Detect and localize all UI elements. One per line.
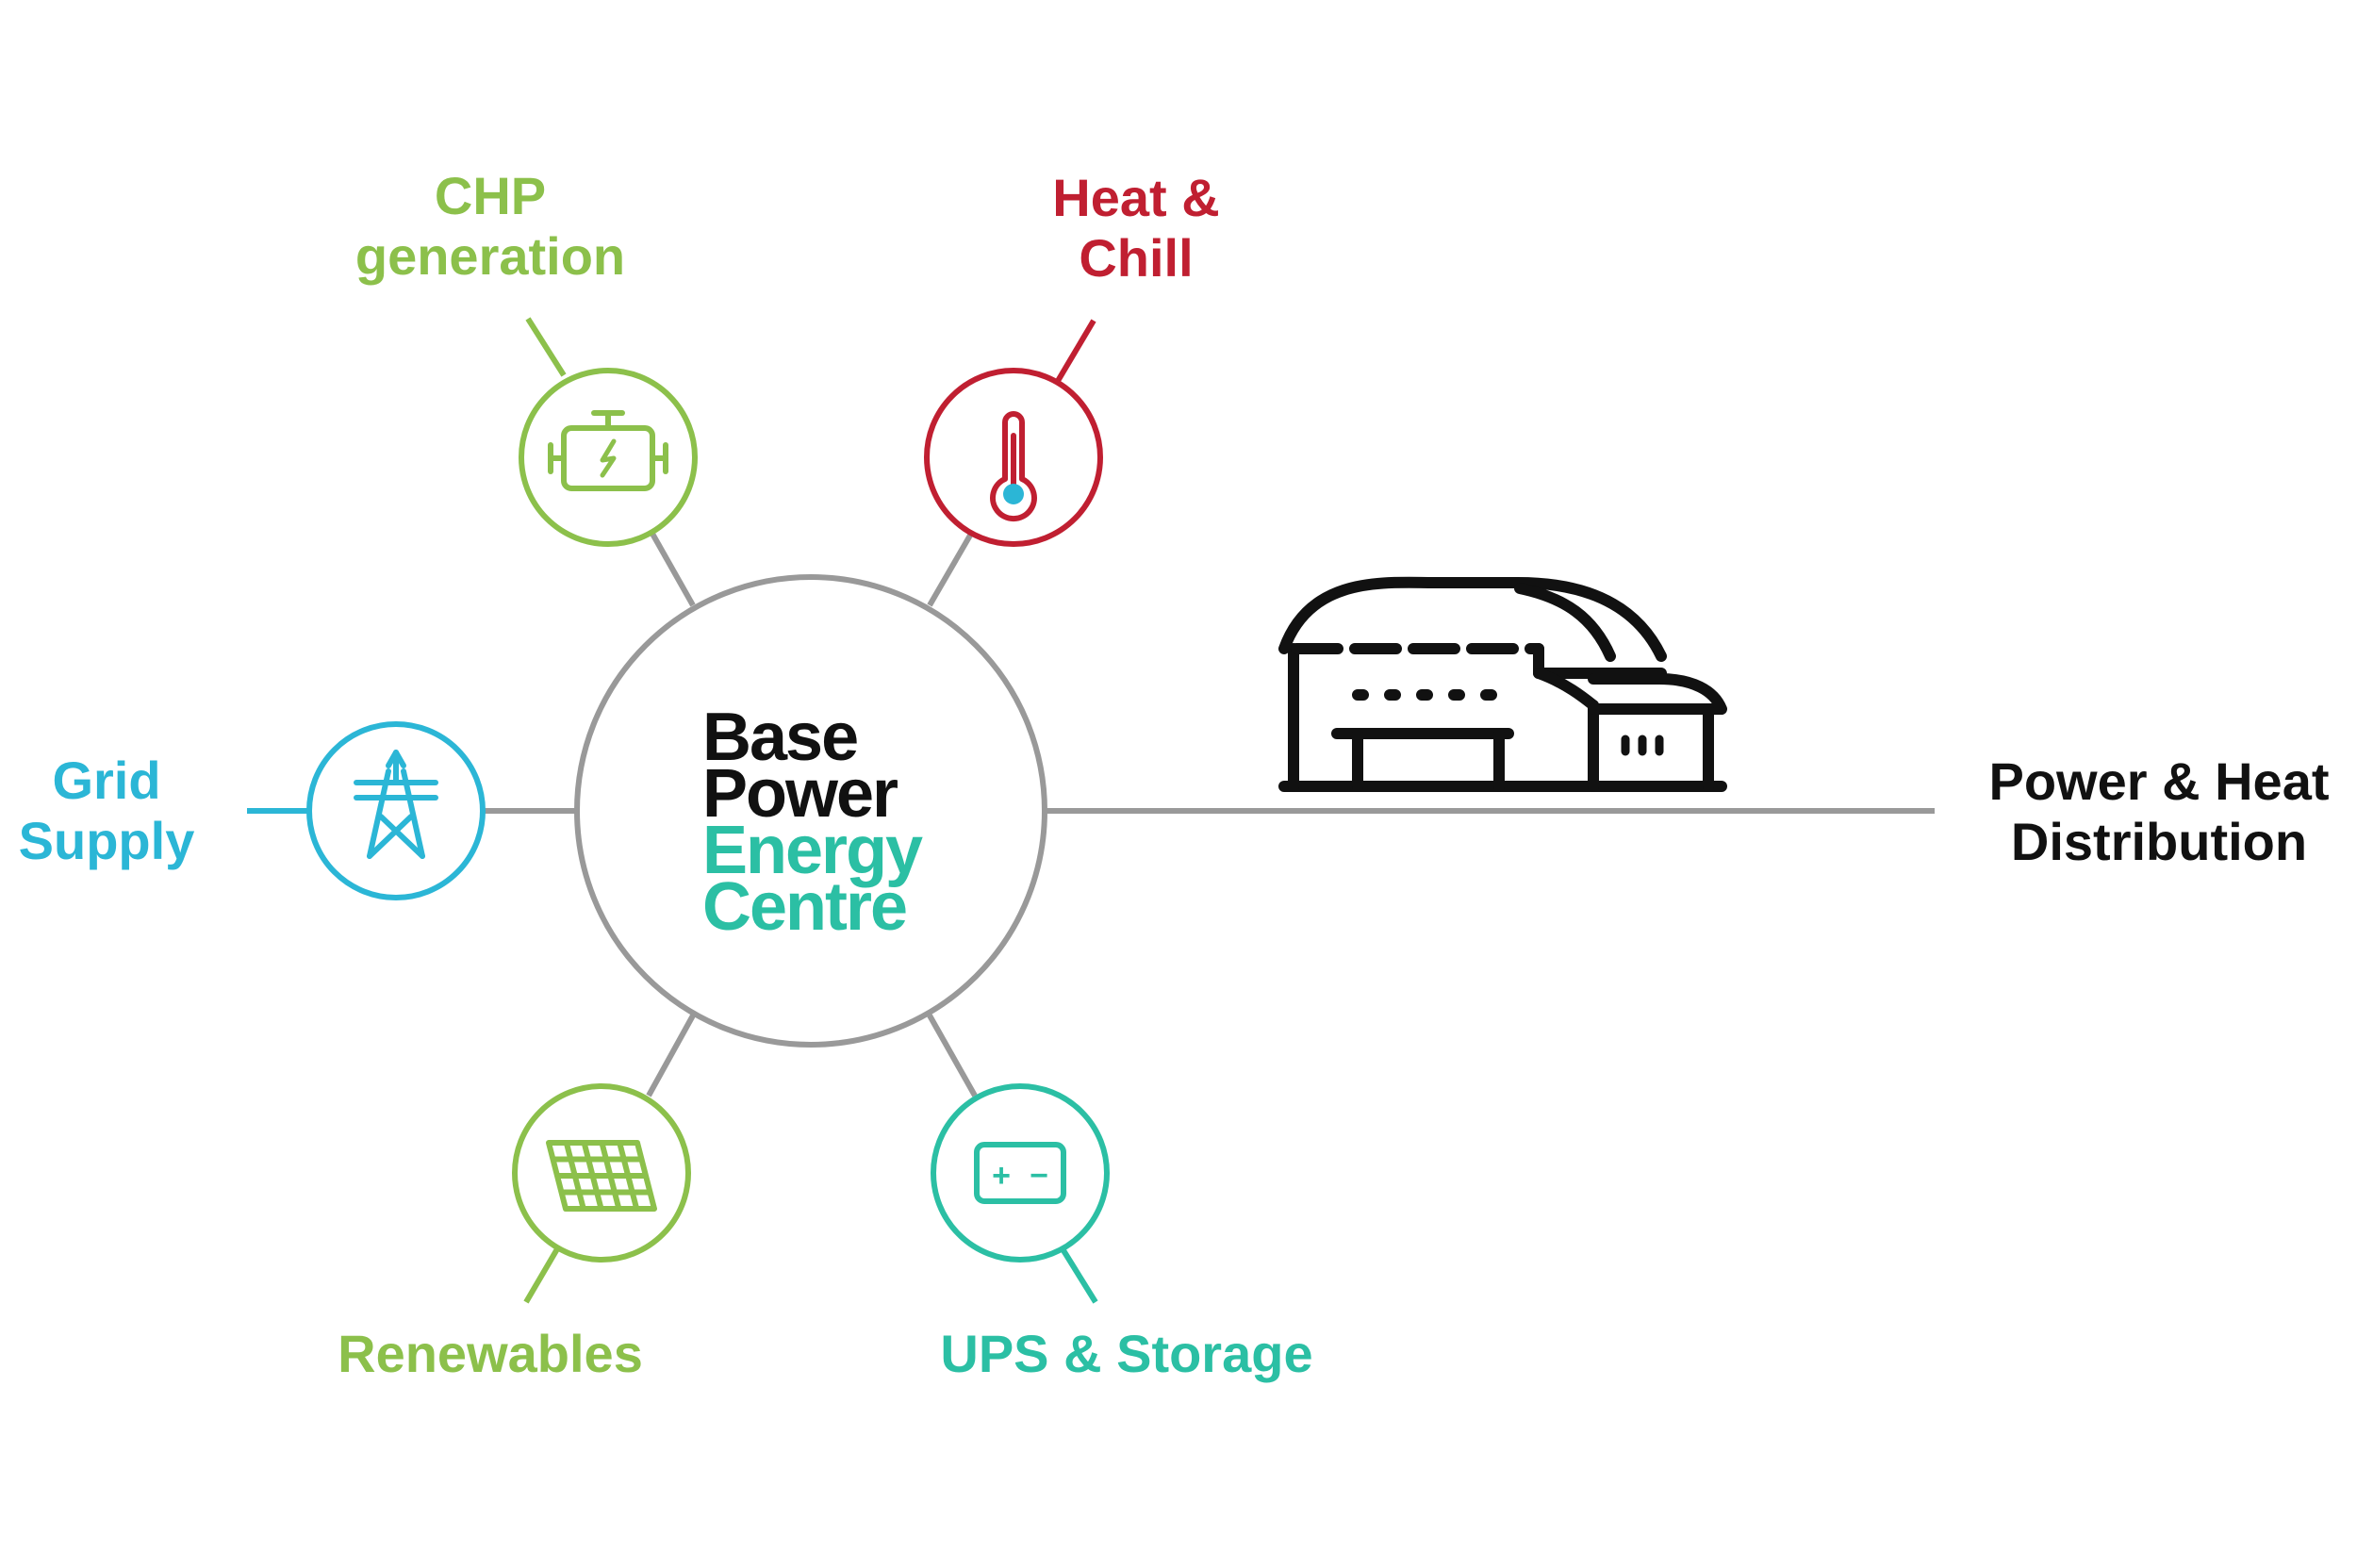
connector-chp — [650, 532, 696, 607]
connector-renewables — [646, 1014, 696, 1098]
connector-heat-outer — [1055, 319, 1096, 383]
distribution-label-line2: Distribution — [2010, 812, 2308, 871]
connector-renewables-outer — [523, 1246, 561, 1304]
grid-label-line1: Grid — [52, 751, 161, 810]
renewables-label: Renewables — [302, 1324, 679, 1384]
chp-label-line1: CHP — [434, 166, 547, 225]
connector-heat — [927, 532, 974, 607]
battery-plus-sign: + — [992, 1158, 1011, 1194]
logo-energy: Energy — [702, 813, 923, 888]
solar-panel-icon — [546, 1140, 657, 1212]
logo-base: Base — [702, 700, 859, 775]
heat-label-line2: Chill — [1079, 228, 1194, 288]
logo-power: Power — [702, 756, 898, 832]
ups-label: UPS & Storage — [844, 1324, 1409, 1384]
distribution-label-line1: Power & Heat — [1988, 751, 2330, 811]
building-icon — [1278, 576, 1727, 792]
heat-label: Heat & Chill — [948, 168, 1325, 289]
connector-ups-outer — [1059, 1246, 1098, 1304]
battery-icon: + − — [974, 1142, 1066, 1204]
heat-label-line1: Heat & — [1052, 168, 1220, 227]
connectors — [247, 317, 1935, 1304]
energy-centre-logo: Base Power Energy Centre — [702, 700, 923, 945]
grid-label-line2: Supply — [18, 811, 195, 870]
grid-node-circle — [306, 721, 486, 900]
engine-icon — [548, 410, 668, 491]
pylon-icon — [354, 750, 438, 859]
renewables-label-line1: Renewables — [338, 1324, 643, 1383]
battery-minus-sign: − — [1030, 1158, 1048, 1194]
ups-label-line1: UPS & Storage — [940, 1324, 1313, 1383]
chp-label: CHP generation — [302, 166, 679, 287]
distribution-label: Power & Heat Distribution — [1942, 751, 2357, 872]
grid-label: Grid Supply — [0, 751, 213, 871]
thermometer-icon — [990, 411, 1037, 521]
ups-node-circle — [931, 1083, 1110, 1263]
connector-chp-outer — [525, 317, 567, 377]
logo-centre: Centre — [702, 869, 908, 945]
chp-label-line2: generation — [354, 226, 626, 286]
connector-ups — [927, 1014, 978, 1098]
energy-centre-circle — [574, 574, 1047, 1048]
